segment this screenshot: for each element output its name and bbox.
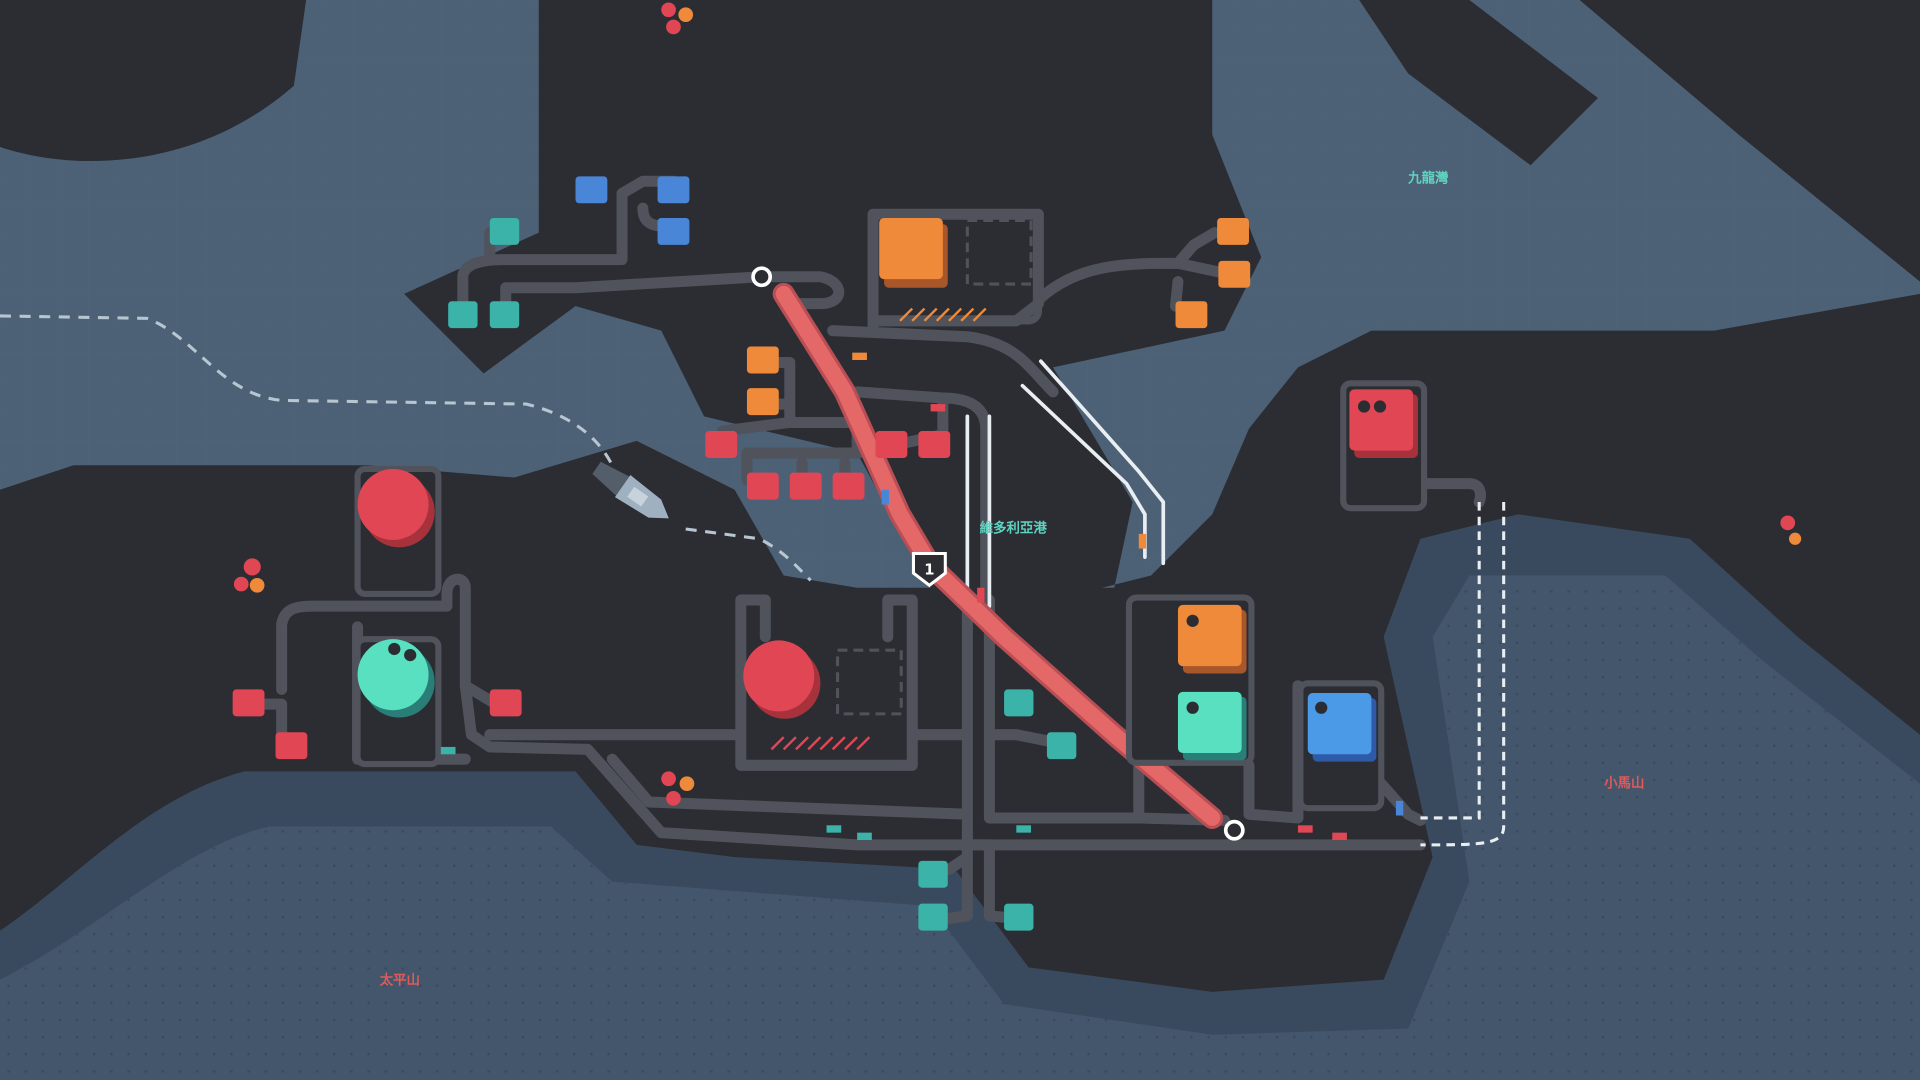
label-ma-on-shan: 小馬山 <box>1604 775 1644 791</box>
destination-red-square <box>1340 380 1428 512</box>
road-network <box>245 175 1486 924</box>
motorway-shield-icon[interactable] <box>911 551 947 588</box>
house-red <box>232 431 951 760</box>
motorway[interactable]: 1 <box>751 266 1245 841</box>
house-blue <box>575 176 690 245</box>
pin-icon <box>1186 614 1199 627</box>
house-orange <box>746 217 1251 416</box>
destination-orange-teal-block <box>1125 594 1255 766</box>
pin-icon <box>1357 400 1371 413</box>
trees <box>233 2 1802 806</box>
hills <box>0 514 1920 1080</box>
pin-icon <box>1315 701 1328 714</box>
label-victoria-peak: 太平山 <box>380 971 420 988</box>
pin-icon <box>1373 400 1387 413</box>
motorway-endpoint[interactable] <box>751 266 773 288</box>
destination-red-circle-2 <box>743 640 903 751</box>
cars <box>440 352 1404 840</box>
destination-teal-circle <box>354 636 442 768</box>
pin-icon <box>404 648 417 662</box>
label-kowloon-bay: 九龍灣 <box>1407 169 1449 186</box>
destination-orange-factory <box>869 210 1043 325</box>
pin-icon <box>1186 701 1199 714</box>
ferry-route <box>0 314 812 582</box>
house-teal <box>448 217 1077 931</box>
ferry-boat[interactable] <box>589 457 677 530</box>
pin-icon <box>388 642 401 656</box>
houses[interactable] <box>232 176 1251 931</box>
label-victoria-harbour: 維多利亞港 <box>980 520 1048 537</box>
destinations[interactable] <box>354 210 1428 812</box>
motorway-number: 1 <box>924 561 934 578</box>
destination-blue-square <box>1297 680 1385 812</box>
destination-red-circle <box>354 465 442 597</box>
motorway-endpoint[interactable] <box>1223 819 1245 841</box>
water <box>0 0 1920 588</box>
